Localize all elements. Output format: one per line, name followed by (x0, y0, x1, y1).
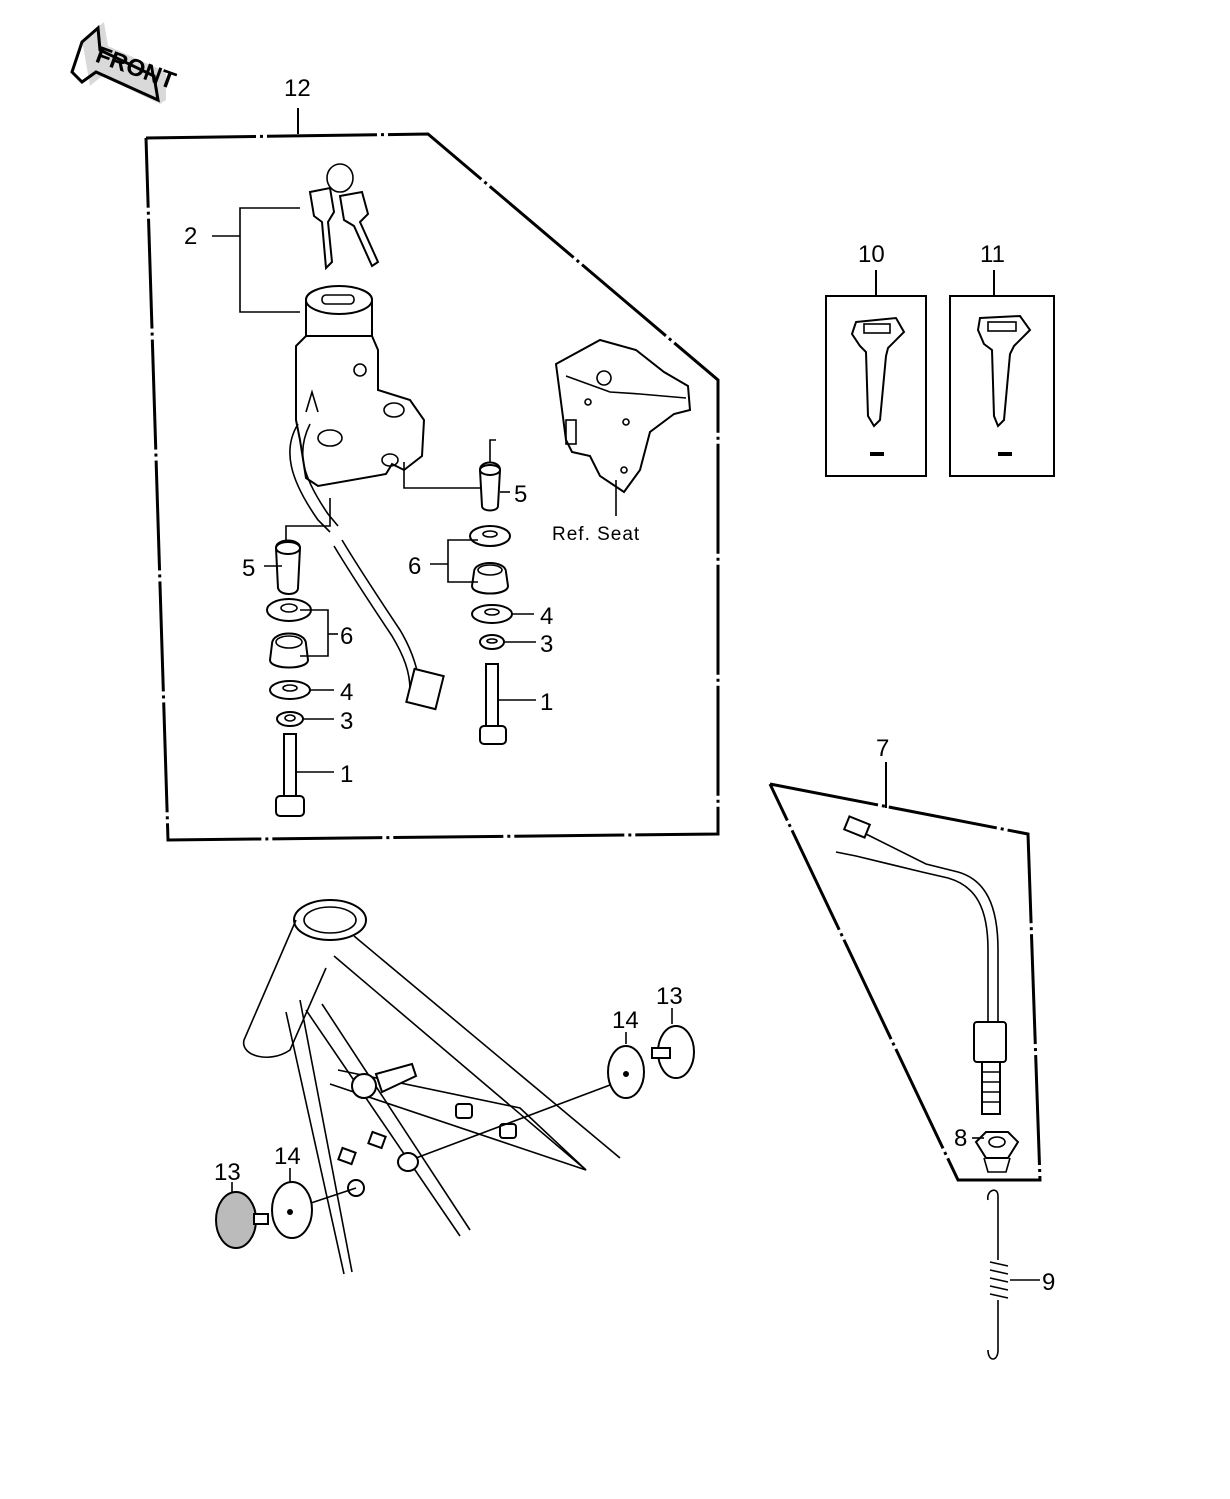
ignition-group-box (144, 108, 720, 842)
ref-seat-note: Ref. Seat (552, 524, 640, 545)
callout-1-left: 1 (340, 761, 353, 788)
callout-8: 8 (954, 1125, 967, 1152)
callout-11: 11 (980, 241, 1005, 268)
callout-4-right: 4 (540, 603, 553, 630)
right-mount-hardware (469, 461, 513, 745)
frame-drawing (243, 899, 621, 1275)
callout-5-right: 5 (514, 481, 527, 508)
front-arrow-badge: FRONT (70, 22, 179, 104)
reflector-upper (607, 1025, 695, 1099)
switch-group-box (768, 762, 1042, 1182)
callout-12: 12 (284, 75, 311, 102)
callout-3-right: 3 (540, 631, 553, 658)
reflector-lower (215, 1181, 313, 1249)
callout-7: 7 (876, 735, 889, 762)
spring-drawing (987, 1189, 1009, 1360)
seat-lock-drawing (554, 338, 692, 494)
callout-13-upper: 13 (656, 983, 683, 1010)
callout-14-lower: 14 (274, 1143, 301, 1170)
key-blank-11 (949, 270, 1055, 477)
callout-10: 10 (858, 241, 885, 268)
callout-1-right: 1 (540, 689, 553, 716)
callout-13-lower: 13 (214, 1159, 241, 1186)
left-mount-hardware (266, 498, 331, 817)
callout-9: 9 (1042, 1269, 1055, 1296)
callout-6-right: 6 (408, 553, 421, 580)
key-blank-10 (825, 270, 927, 477)
key-set-drawing (308, 163, 380, 271)
callout-2: 2 (184, 223, 197, 250)
callout-5-left: 5 (242, 555, 255, 582)
callout-4-left: 4 (340, 679, 353, 706)
callout-14-upper: 14 (612, 1007, 639, 1034)
ignition-switch-drawing (295, 285, 426, 488)
callout-6-left: 6 (340, 623, 353, 650)
callout-3-left: 3 (340, 708, 353, 735)
